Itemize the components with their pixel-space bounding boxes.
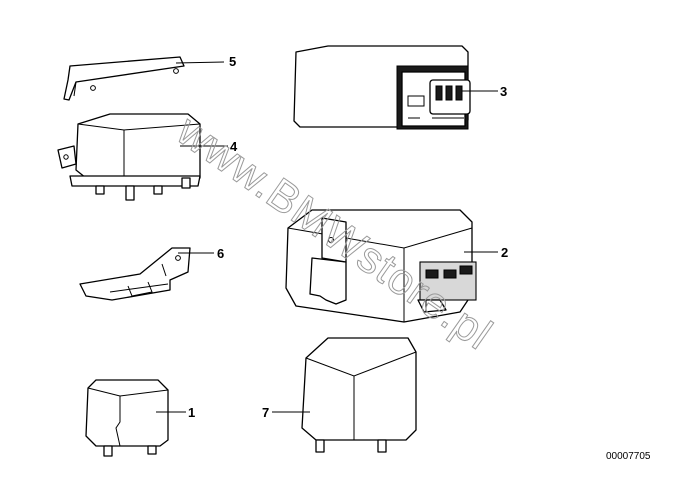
part-7-cube-relay (301, 337, 417, 453)
part-5-bracket (63, 56, 185, 101)
drawing-number: 00007705 (606, 451, 651, 462)
callout-7: 7 (262, 405, 269, 420)
part-4-relay (57, 113, 201, 201)
callout-5: 5 (229, 54, 236, 69)
part-2-relay-with-bracket (285, 209, 477, 323)
leader-line-5 (175, 61, 225, 64)
callout-2: 2 (501, 245, 508, 260)
callout-4: 4 (230, 139, 238, 154)
part-6-bracket (79, 247, 191, 301)
callout-1: 1 (188, 405, 195, 420)
callout-3: 3 (500, 84, 507, 99)
part-1-small-relay (85, 379, 169, 457)
part-3-flasher-relay (293, 45, 471, 130)
callout-6: 6 (217, 246, 224, 261)
